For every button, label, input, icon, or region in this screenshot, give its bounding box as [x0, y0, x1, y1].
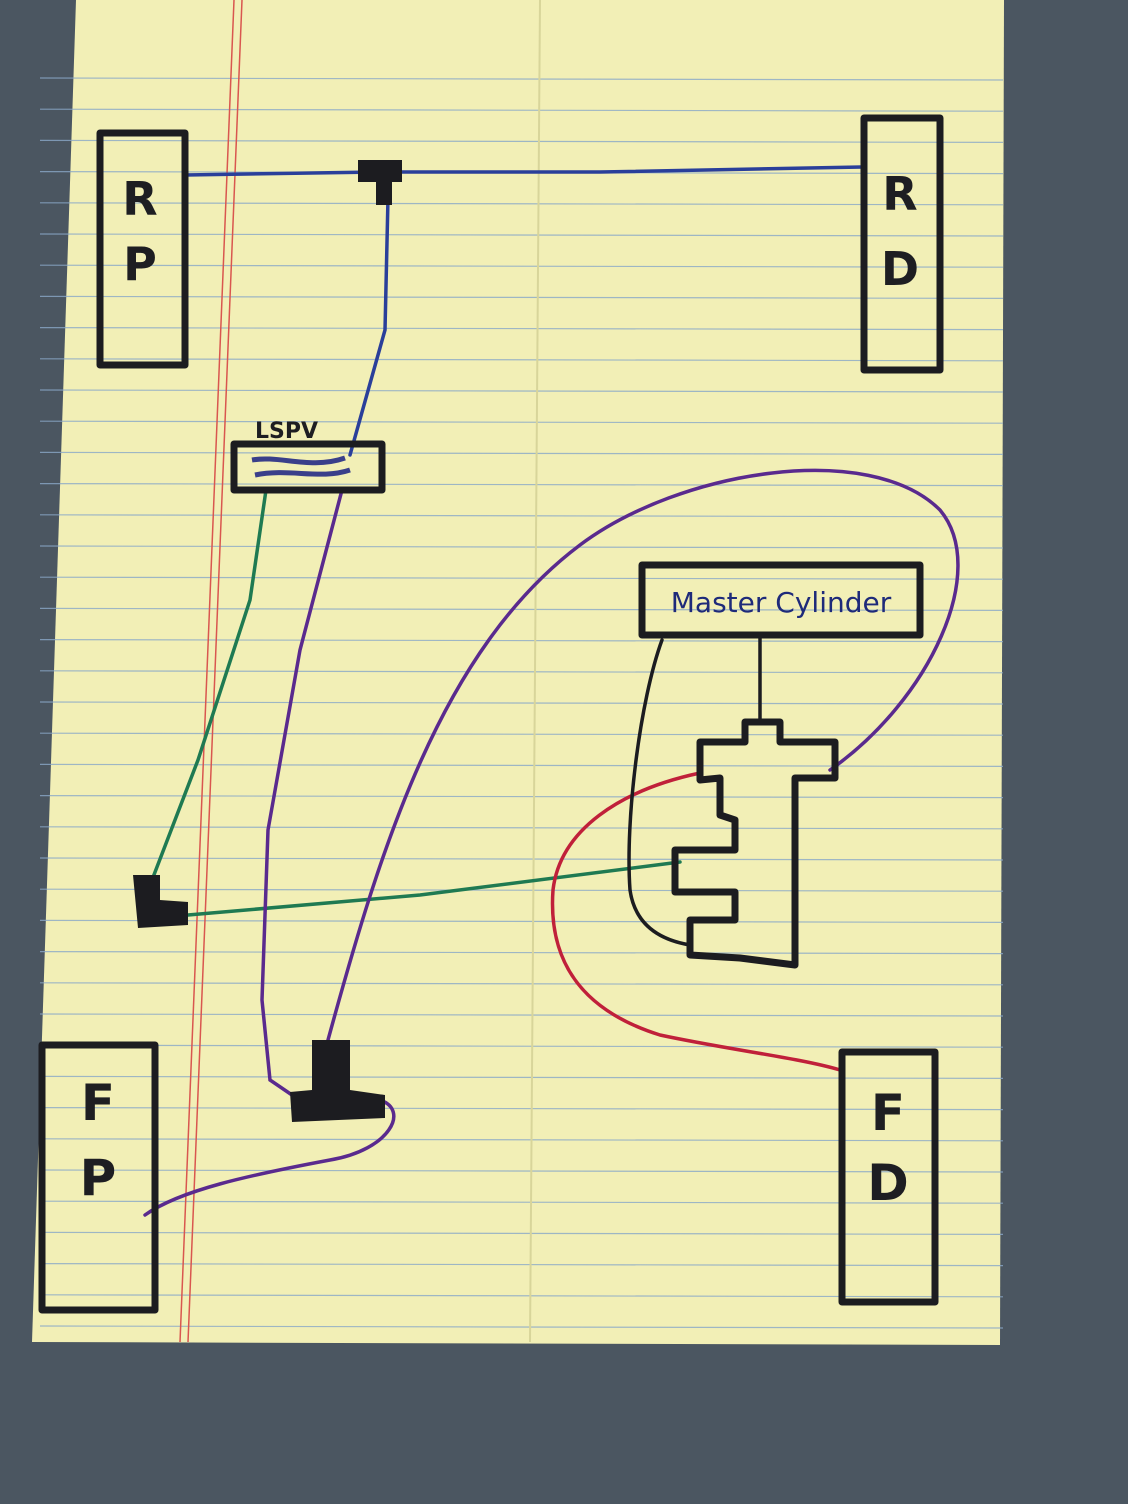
- purple-fp-line: [143, 1098, 396, 1217]
- ruled-line: [39, 576, 1004, 580]
- fp-label-f: F: [81, 1074, 115, 1132]
- ruled-line: [39, 607, 1004, 612]
- ruled-line: [39, 950, 1004, 955]
- ruled-line: [39, 794, 1004, 799]
- front-elbow-fitting: [133, 875, 188, 928]
- lspv-feed-line: [348, 196, 390, 457]
- front-passenger-wheel: F P: [38, 1041, 159, 1314]
- rp-label-p: P: [123, 237, 157, 291]
- fd-label-f: F: [871, 1084, 905, 1142]
- lspv-label: LSPV: [255, 419, 318, 444]
- ruled-line: [39, 327, 1004, 331]
- ruled-line: [39, 358, 1004, 362]
- ruled-line: [39, 888, 1004, 892]
- ruled-line: [39, 732, 1004, 736]
- master-cylinder: Master Cylinder: [638, 561, 924, 639]
- master-cylinder-label: Master Cylinder: [671, 586, 892, 619]
- ruled-line: [39, 982, 1004, 986]
- rp-label-r: R: [122, 172, 157, 226]
- front-tee-fitting: [290, 1040, 385, 1122]
- combination-valve: [671, 718, 839, 969]
- ruled-line: [39, 545, 1004, 549]
- ruled-line: [39, 108, 1004, 112]
- ruled-line: [39, 233, 1004, 237]
- mc-black-loop: [627, 638, 692, 947]
- rear-brake-line: [183, 165, 864, 177]
- fp-label-p: P: [80, 1149, 117, 1207]
- ruled-line: [39, 389, 1004, 393]
- rear-passenger-wheel: R P: [96, 129, 189, 369]
- fd-label-d: D: [867, 1154, 909, 1212]
- ruled-line: [39, 264, 1004, 268]
- ruled-line: [39, 202, 1004, 206]
- paper: [32, 0, 1004, 1345]
- ruled-line: [39, 483, 1004, 487]
- ruled-line: [39, 857, 1004, 861]
- ruled-line: [39, 638, 1004, 643]
- ruled-line: [39, 139, 1004, 143]
- ruled-line: [39, 420, 1004, 424]
- ruled-line: [39, 451, 1004, 455]
- ruled-line: [39, 77, 1004, 81]
- purple-lspv-line: [260, 488, 344, 1097]
- ruled-line: [39, 1325, 1004, 1329]
- green-line-lspv: [150, 488, 268, 882]
- rear-tee-fitting: [358, 160, 402, 205]
- ruled-line: [39, 295, 1004, 299]
- margin-line: [187, 0, 243, 1343]
- front-driver-wheel: F D: [838, 1048, 939, 1306]
- purple-mc-loop: [326, 468, 960, 1042]
- ruled-line: [39, 670, 1004, 674]
- rear-driver-wheel: R D: [860, 114, 944, 374]
- paper-fold: [529, 0, 541, 1343]
- red-fd-line: [550, 771, 842, 1072]
- ruled-line: [39, 763, 1004, 768]
- lspv-scribble: [251, 455, 351, 478]
- lspv-valve: LSPV: [230, 419, 386, 494]
- ruled-line: [39, 514, 1004, 518]
- rd-label-d: D: [881, 242, 919, 296]
- rd-label-r: R: [882, 167, 917, 221]
- ruled-line: [39, 701, 1004, 705]
- margin-line: [179, 0, 235, 1343]
- ruled-line: [39, 919, 1004, 924]
